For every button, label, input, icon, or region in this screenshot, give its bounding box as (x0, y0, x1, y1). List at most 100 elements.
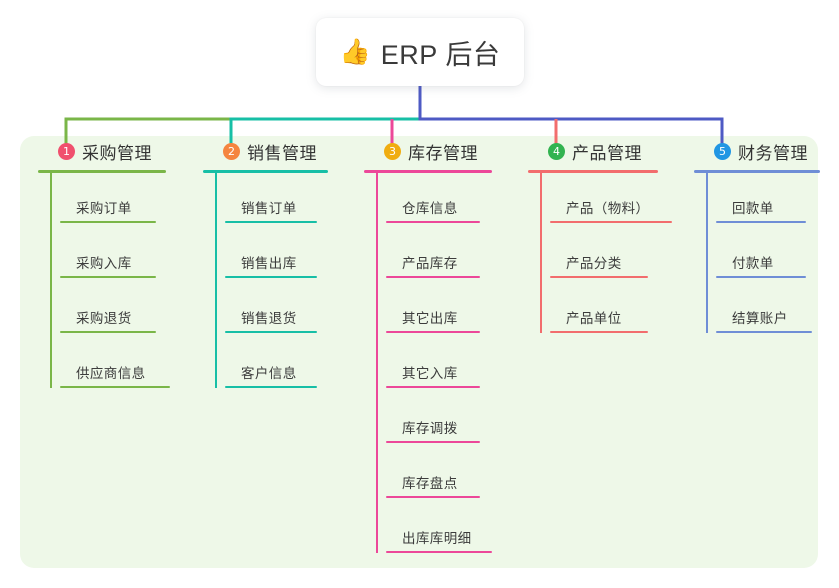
branch-header-5[interactable]: 5 财务管理 (694, 136, 839, 166)
branch-item[interactable]: 其它入库 (386, 338, 524, 393)
branch-item[interactable]: 销售出库 (225, 228, 353, 283)
branch-item-rule (386, 276, 480, 278)
branch-item-label: 采购入库 (76, 256, 132, 271)
branch-item-list: 产品（物料） 产品分类产品单位 (528, 173, 688, 338)
branch-number-badge: 4 (548, 142, 565, 160)
branch-header-rule (364, 170, 492, 173)
branch-spine (215, 173, 217, 388)
branch-item-label: 其它入库 (402, 366, 458, 381)
branch-item-rule (716, 276, 806, 278)
branch-item[interactable]: 销售订单 (225, 173, 353, 228)
branch-column-2: 2 销售管理销售订单销售出库销售退货客户信息 (203, 136, 353, 393)
branch-item-rule (225, 331, 317, 333)
branch-item-label: 销售出库 (241, 256, 297, 271)
branch-item-label: 仓库信息 (402, 201, 458, 216)
branch-item-label: 销售订单 (241, 201, 297, 216)
branch-item-label: 其它出库 (402, 311, 458, 326)
branch-item[interactable]: 库存调拨 (386, 393, 524, 448)
branch-title: 销售管理 (247, 143, 317, 163)
branch-item-label: 采购退货 (76, 311, 132, 326)
root-node-card[interactable]: 👍 ERP 后台 (316, 18, 524, 86)
branch-item-rule (386, 496, 480, 498)
branch-header-rule (694, 170, 820, 173)
branch-item[interactable]: 采购订单 (60, 173, 188, 228)
branch-item-list: 销售订单销售出库销售退货客户信息 (203, 173, 353, 393)
branch-header-3[interactable]: 3 库存管理 (364, 136, 524, 166)
branch-item-label: 供应商信息 (76, 366, 146, 381)
branch-title: 库存管理 (408, 143, 478, 163)
branch-column-5: 5 财务管理回款单付款单结算账户 (694, 136, 839, 338)
branch-column-4: 4 产品管理产品（物料） 产品分类产品单位 (528, 136, 688, 338)
branch-spine (540, 173, 542, 333)
branch-item[interactable]: 供应商信息 (60, 338, 188, 393)
branch-item[interactable]: 产品分类 (550, 228, 688, 283)
branch-title: 产品管理 (572, 143, 642, 163)
root-node-title: ERP 后台 (380, 39, 501, 70)
branch-item-label: 客户信息 (241, 366, 297, 381)
branch-item-rule (550, 221, 672, 223)
branch-item-rule (225, 221, 317, 223)
branch-item-rule (60, 386, 170, 388)
branch-spine (50, 173, 52, 388)
branch-title: 采购管理 (82, 143, 152, 163)
branch-item-rule (550, 331, 648, 333)
branch-item[interactable]: 产品库存 (386, 228, 524, 283)
branch-number-badge: 5 (714, 142, 731, 160)
branch-item-label: 采购订单 (76, 201, 132, 216)
branch-item-list: 采购订单采购入库采购退货供应商信息 (38, 173, 188, 393)
branch-item-label: 付款单 (732, 256, 774, 271)
branch-item[interactable]: 采购入库 (60, 228, 188, 283)
branch-item-rule (225, 276, 317, 278)
branch-item-label: 库存盘点 (402, 476, 458, 491)
branch-item[interactable]: 出库库明细 (386, 503, 524, 558)
branch-item[interactable]: 回款单 (716, 173, 839, 228)
branch-header-1[interactable]: 1 采购管理 (38, 136, 188, 166)
branch-item-label: 结算账户 (732, 311, 788, 326)
branch-item-rule (386, 441, 480, 443)
branch-item-label: 产品库存 (402, 256, 458, 271)
branch-item-rule (225, 386, 317, 388)
branch-item-label: 库存调拨 (402, 421, 458, 436)
branch-header-rule (38, 170, 166, 173)
branch-item[interactable]: 产品单位 (550, 283, 688, 338)
branch-item-label: 产品分类 (566, 256, 622, 271)
branch-item[interactable]: 采购退货 (60, 283, 188, 338)
branch-item[interactable]: 付款单 (716, 228, 839, 283)
branch-spine (376, 173, 378, 553)
branch-item-rule (386, 551, 492, 553)
branch-title: 财务管理 (738, 143, 808, 163)
branch-item-list: 回款单付款单结算账户 (694, 173, 839, 338)
branch-item[interactable]: 客户信息 (225, 338, 353, 393)
branch-header-rule (203, 170, 328, 173)
branch-number-badge: 3 (384, 142, 401, 160)
branch-number-badge: 1 (58, 142, 75, 160)
branch-item-rule (386, 331, 480, 333)
branch-item-label: 销售退货 (241, 311, 297, 326)
branch-item[interactable]: 结算账户 (716, 283, 839, 338)
branch-item[interactable]: 仓库信息 (386, 173, 524, 228)
branch-number-badge: 2 (223, 142, 240, 160)
branch-header-4[interactable]: 4 产品管理 (528, 136, 688, 166)
branch-header-2[interactable]: 2 销售管理 (203, 136, 353, 166)
branch-item-label: 产品单位 (566, 311, 622, 326)
branch-item[interactable]: 其它出库 (386, 283, 524, 338)
branch-item-rule (550, 276, 648, 278)
branch-item[interactable]: 产品（物料） (550, 173, 688, 228)
branch-item-label: 产品（物料） (566, 201, 650, 216)
branch-item[interactable]: 销售退货 (225, 283, 353, 338)
branch-item-rule (386, 221, 480, 223)
branch-item-label: 回款单 (732, 201, 774, 216)
branch-item-rule (716, 331, 812, 333)
branch-item-list: 仓库信息产品库存其它出库其它入库库存调拨库存盘点出库库明细 (364, 173, 524, 558)
branch-item-label: 出库库明细 (402, 531, 472, 546)
branch-item-rule (60, 276, 156, 278)
branch-item-rule (60, 221, 156, 223)
branch-item[interactable]: 库存盘点 (386, 448, 524, 503)
branch-header-rule (528, 170, 658, 173)
branch-item-rule (386, 386, 480, 388)
thumbs-up-icon: 👍 (339, 37, 371, 66)
branch-column-3: 3 库存管理仓库信息产品库存其它出库其它入库库存调拨库存盘点出库库明细 (364, 136, 524, 558)
branch-item-rule (716, 221, 806, 223)
branch-columns: 1 采购管理采购订单采购入库采购退货供应商信息 2 销售管理销售订单销售出库销售退货客… (20, 136, 820, 568)
